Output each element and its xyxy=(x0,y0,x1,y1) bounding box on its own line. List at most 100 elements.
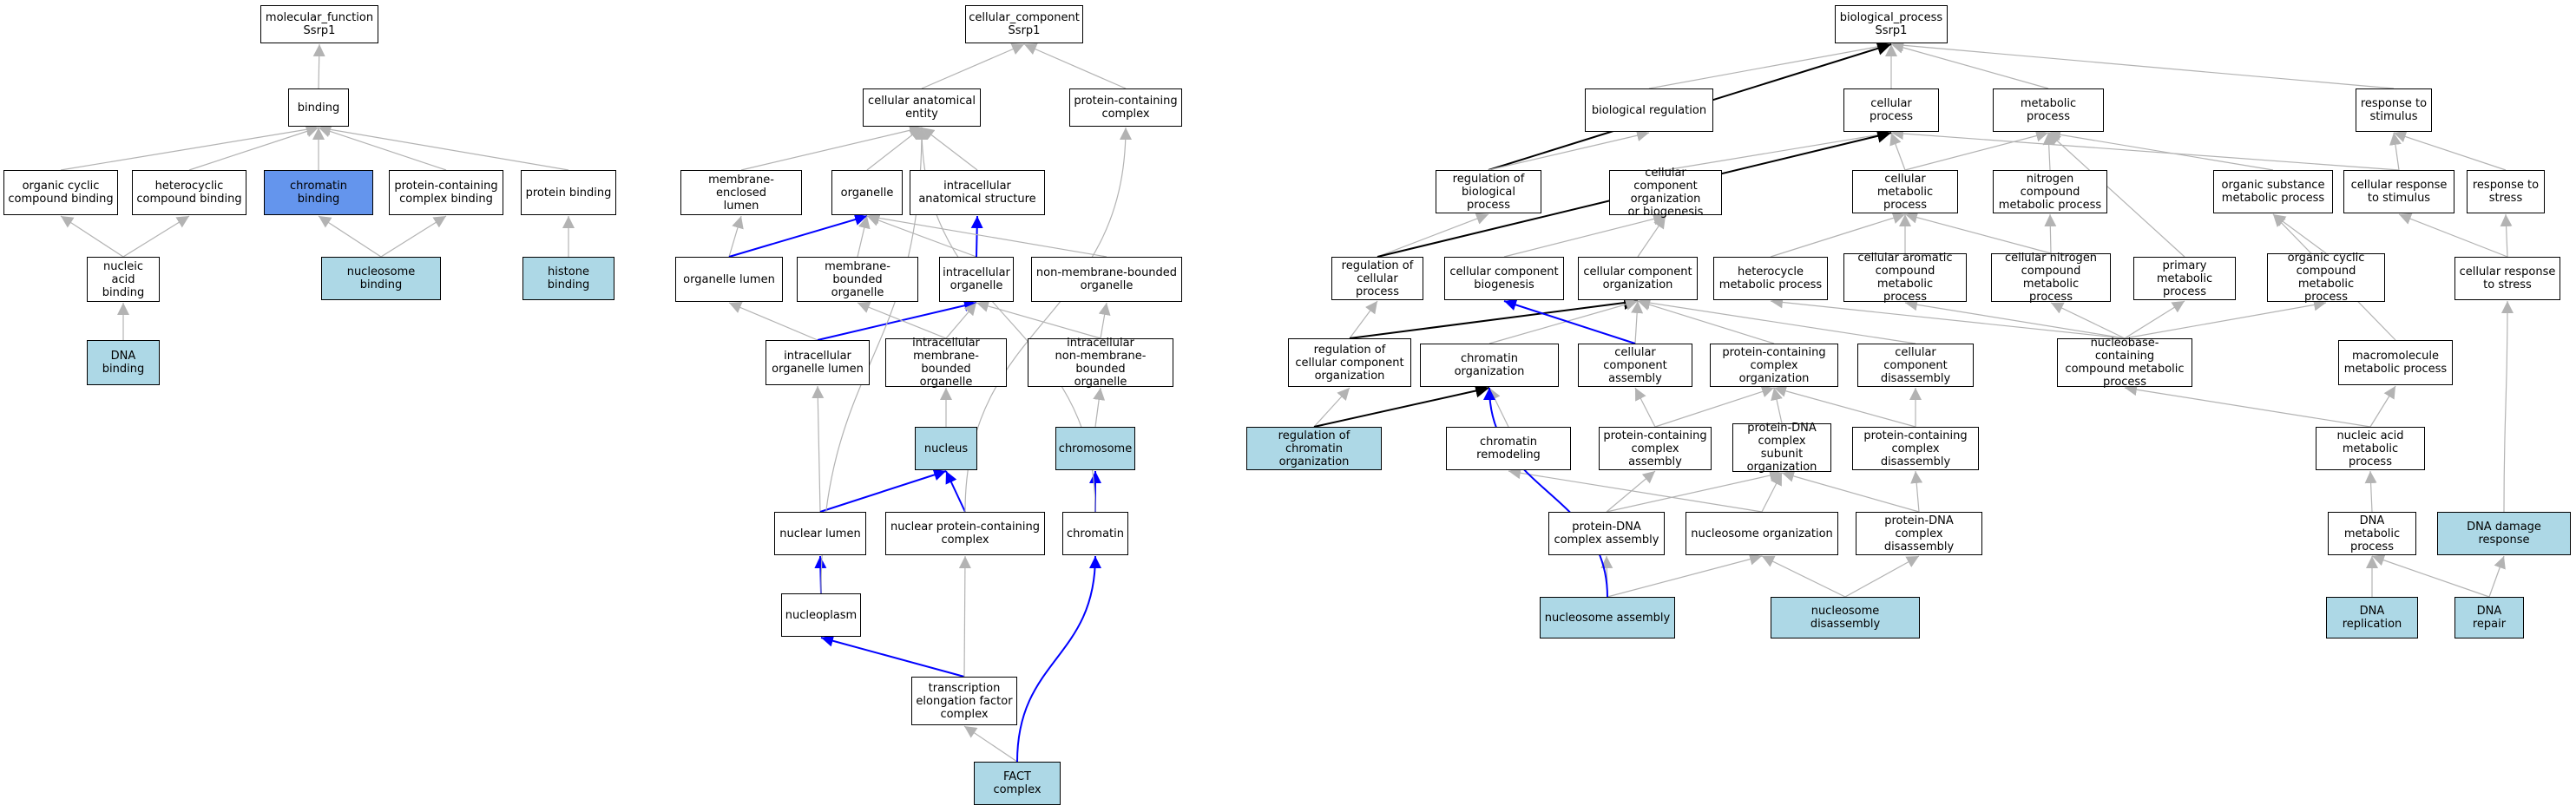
node-nucleosome-disassembly[interactable]: nucleosome disassembly xyxy=(1771,597,1920,638)
node-intracellular-anatomical-structure[interactable]: intracellular anatomical structure xyxy=(910,170,1045,215)
node-cellular-nitrogen-compound-metabolic-process[interactable]: cellular nitrogen compound metabolic pro… xyxy=(1991,252,2111,304)
node-nucleosome-assembly[interactable]: nucleosome assembly xyxy=(1540,597,1675,638)
node-biological-regulation[interactable]: biological regulation xyxy=(1585,88,1713,132)
node-intracellular-organelle-lumen[interactable]: intracellular organelle lumen xyxy=(766,340,870,385)
node-protein-containing-complex-disassembly[interactable]: protein-containing complex disassembly xyxy=(1852,427,1979,470)
node-nuclear-lumen[interactable]: nuclear lumen xyxy=(774,512,866,555)
node-protein-containing-complex[interactable]: protein-containing complex xyxy=(1069,88,1182,127)
node-nucleoplasm[interactable]: nucleoplasm xyxy=(781,593,861,637)
edge-intracellular-non-membrane-bounded-organelle-to-non-membrane-bounded-organelle xyxy=(1098,302,1111,339)
node-fact-complex[interactable]: FACT complex xyxy=(974,762,1061,805)
node-intracellular-non-membrane-bounded-organelle[interactable]: intracellular non-membrane-bounded organ… xyxy=(1028,337,1173,389)
node-binding[interactable]: binding xyxy=(288,88,349,127)
node-cellular-process[interactable]: cellular process xyxy=(1843,88,1939,132)
edge-nucleic-acid-metabolic-process-to-macromolecule-metabolic-process xyxy=(2369,385,2396,428)
edge-intracellular-membrane-bounded-organelle-to-intracellular-organelle xyxy=(945,302,977,339)
node-nucleosome-binding[interactable]: nucleosome binding xyxy=(321,257,441,300)
edge-nucleosome-binding-to-protein-containing-complex-binding xyxy=(380,215,447,258)
node-chromatin-binding[interactable]: chromatin binding xyxy=(264,170,373,215)
node-organic-substance-metabolic-process[interactable]: organic substance metabolic process xyxy=(2213,170,2333,213)
node-regulation-of-biological-process[interactable]: regulation of biological process xyxy=(1436,170,1541,213)
node-organelle-lumen[interactable]: organelle lumen xyxy=(675,257,783,302)
node-protein-binding[interactable]: protein binding xyxy=(521,170,616,215)
node-nucleosome-organization[interactable]: nucleosome organization xyxy=(1686,512,1838,555)
node-organelle[interactable]: organelle xyxy=(831,170,903,215)
node-cc-root[interactable]: cellular_component Ssrp1 xyxy=(965,5,1083,43)
node-cellular-component-biogenesis[interactable]: cellular component biogenesis xyxy=(1444,257,1564,300)
node-mf-root[interactable]: molecular_function Ssrp1 xyxy=(260,5,378,43)
edge-nuclear-lumen-to-intracellular-organelle-lumen xyxy=(812,385,825,513)
node-intracellular-membrane-bounded-organelle[interactable]: intracellular membrane-bounded organelle xyxy=(885,337,1007,389)
edge-cellular-component-organization-or-biogenesis-to-cellular-process xyxy=(1665,128,1892,171)
node-protein-dna-complex-assembly[interactable]: protein-DNA complex assembly xyxy=(1548,512,1665,555)
node-nuclear-protein-containing-complex[interactable]: nuclear protein-containing complex xyxy=(885,512,1045,555)
node-chromosome[interactable]: chromosome xyxy=(1055,427,1135,470)
edge-primary-metabolic-process-to-metabolic-process xyxy=(2047,132,2185,258)
node-intracellular-organelle[interactable]: intracellular organelle xyxy=(939,257,1014,302)
node-nucleus[interactable]: nucleus xyxy=(915,427,977,470)
node-cellular-component-organization[interactable]: cellular component organization xyxy=(1578,257,1698,300)
node-dna-damage-response[interactable]: DNA damage response xyxy=(2437,512,2571,555)
node-heterocyclic-compound-binding[interactable]: heterocyclic compound binding xyxy=(132,170,246,215)
node-cellular-response-to-stress[interactable]: cellular response to stress xyxy=(2454,257,2560,300)
node-cellular-response-to-stimulus[interactable]: cellular response to stimulus xyxy=(2343,170,2454,213)
node-protein-containing-complex-organization[interactable]: protein-containing complex organization xyxy=(1710,344,1838,387)
node-regulation-of-chromatin-organization[interactable]: regulation of chromatin organization xyxy=(1246,427,1382,470)
node-cellular-component-organization-or-biogenesis[interactable]: cellular component organization or bioge… xyxy=(1609,167,1722,219)
node-dna-replication[interactable]: DNA replication xyxy=(2326,597,2418,638)
node-regulation-of-cellular-component-organization[interactable]: regulation of cellular component organiz… xyxy=(1288,338,1411,387)
node-macromolecule-metabolic-process[interactable]: macromolecule metabolic process xyxy=(2338,340,2453,385)
node-chromatin[interactable]: chromatin xyxy=(1062,512,1128,555)
node-protein-containing-complex-assembly[interactable]: protein-containing complex assembly xyxy=(1599,427,1712,470)
node-organic-cyclic-compound-binding[interactable]: organic cyclic compound binding xyxy=(3,170,118,215)
edge-regulation-of-chromatin-organization-to-regulation-of-cellular-component-organization xyxy=(1313,387,1350,428)
edge-nucleobase-containing-compound-metabolic-process-to-cellular-aromatic-compound-metabolic-process xyxy=(1904,298,2126,339)
node-cellular-anatomical-entity[interactable]: cellular anatomical entity xyxy=(863,88,981,127)
node-protein-dna-complex-disassembly[interactable]: protein-DNA complex disassembly xyxy=(1856,512,1982,555)
edge-nucleic-acid-metabolic-process-to-nucleobase-containing-compound-metabolic-process xyxy=(2124,383,2371,428)
node-heterocycle-metabolic-process[interactable]: heterocycle metabolic process xyxy=(1713,257,1828,300)
node-cellular-component-assembly[interactable]: cellular component assembly xyxy=(1578,344,1692,387)
node-response-to-stress[interactable]: response to stress xyxy=(2467,170,2545,213)
edge-membrane-bounded-organelle-to-organelle xyxy=(857,215,871,258)
node-dna-repair[interactable]: DNA repair xyxy=(2454,597,2524,638)
edge-protein-containing-complex-assembly-to-cellular-component-assembly xyxy=(1634,387,1656,428)
node-dna-metabolic-process[interactable]: DNA metabolic process xyxy=(2328,512,2416,555)
node-nitrogen-compound-metabolic-process[interactable]: nitrogen compound metabolic process xyxy=(1993,170,2107,213)
node-cellular-component-disassembly[interactable]: cellular component disassembly xyxy=(1857,344,1974,387)
node-response-to-stimulus[interactable]: response to stimulus xyxy=(2356,88,2432,132)
node-primary-metabolic-process[interactable]: primary metabolic process xyxy=(2133,257,2236,300)
node-bp-root[interactable]: biological_process Ssrp1 xyxy=(1835,5,1948,43)
edge-intracellular-organelle-to-organelle xyxy=(866,214,977,258)
edge-cellular-component-organization-to-cellular-component-organization-or-biogenesis xyxy=(1637,215,1666,258)
node-protein-containing-complex-binding[interactable]: protein-containing complex binding xyxy=(389,170,503,215)
edge-transcription-elongation-factor-complex-to-nucleoplasm xyxy=(820,634,965,678)
node-protein-dna-complex-subunit-organization[interactable]: protein-DNA complex subunit organization xyxy=(1732,422,1831,474)
edge-nucleobase-containing-compound-metabolic-process-to-cellular-nitrogen-compound-metabolic-process xyxy=(2050,302,2126,339)
node-regulation-of-cellular-process[interactable]: regulation of cellular process xyxy=(1331,257,1423,300)
edge-organelle-lumen-to-organelle xyxy=(728,213,868,258)
edge-intracellular-organelle-lumen-to-intracellular-organelle xyxy=(817,299,977,341)
node-membrane-bounded-organelle[interactable]: membrane-bounded organelle xyxy=(797,257,918,302)
node-chromatin-remodeling[interactable]: chromatin remodeling xyxy=(1446,427,1571,470)
edge-protein-containing-complex-disassembly-to-protein-containing-complex-organization xyxy=(1773,384,1916,428)
node-nucleic-acid-binding[interactable]: nucleic acid binding xyxy=(87,257,160,302)
node-dna-binding[interactable]: DNA binding xyxy=(87,340,160,385)
node-chromatin-organization[interactable]: chromatin organization xyxy=(1420,344,1559,387)
node-transcription-elongation-factor-complex[interactable]: transcription elongation factor complex xyxy=(911,677,1017,725)
node-non-membrane-bounded-organelle[interactable]: non-membrane-bounded organelle xyxy=(1031,257,1182,302)
edge-regulation-of-cellular-component-organization-to-cellular-component-organization xyxy=(1349,296,1639,339)
edge-protein-dna-complex-assembly-to-protein-dna-complex-subunit-organization xyxy=(1606,469,1783,513)
edge-cellular-nitrogen-compound-metabolic-process-to-cellular-metabolic-process xyxy=(1904,211,2052,254)
node-metabolic-process[interactable]: metabolic process xyxy=(1993,88,2104,132)
node-histone-binding[interactable]: histone binding xyxy=(522,257,614,300)
edge-nucleobase-containing-compound-metabolic-process-to-primary-metabolic-process xyxy=(2124,300,2185,339)
edge-cellular-nitrogen-compound-metabolic-process-to-nitrogen-compound-metabolic-process xyxy=(2044,213,2057,254)
node-membrane-enclosed-lumen[interactable]: membrane-enclosed lumen xyxy=(680,170,802,215)
node-organic-cyclic-compound-metabolic-process[interactable]: organic cyclic compound metabolic proces… xyxy=(2267,252,2385,304)
node-cellular-metabolic-process[interactable]: cellular metabolic process xyxy=(1852,170,1958,213)
node-nucleobase-containing-compound-metabolic-process[interactable]: nucleobase-containing compound metabolic… xyxy=(2057,337,2192,389)
node-nucleic-acid-metabolic-process[interactable]: nucleic acid metabolic process xyxy=(2316,427,2425,470)
node-cellular-aromatic-compound-metabolic-process[interactable]: cellular aromatic compound metabolic pro… xyxy=(1843,252,1967,304)
